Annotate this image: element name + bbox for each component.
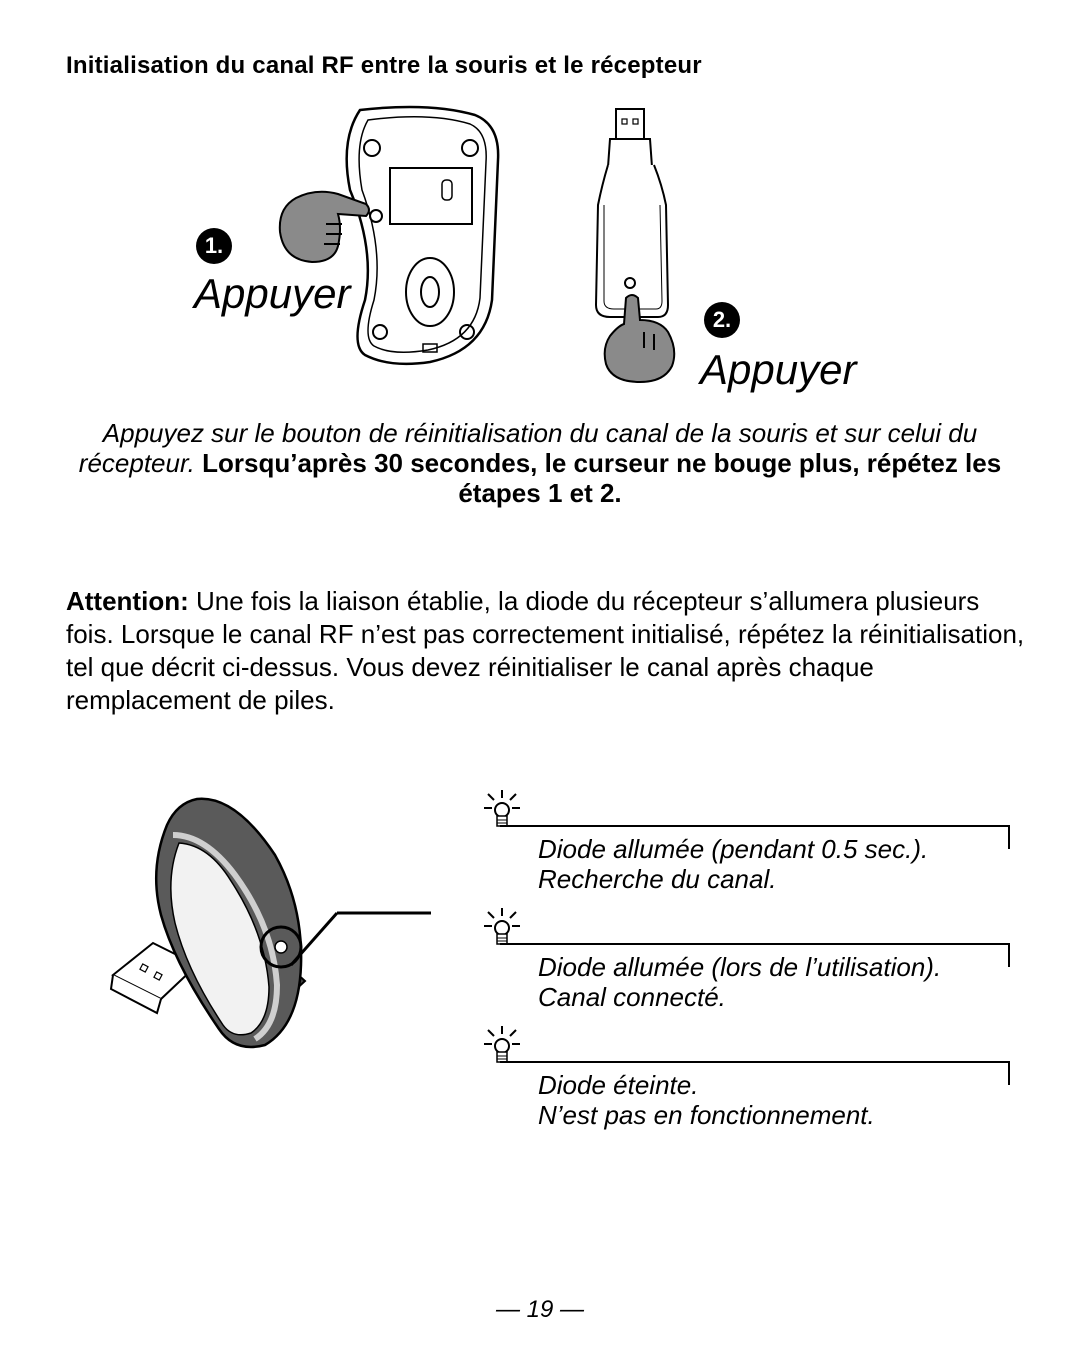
diode-2-line2: Canal connecté.	[538, 982, 726, 1012]
step-1-badge: 1.	[196, 228, 232, 264]
finger-press-receiver-icon	[603, 294, 676, 384]
instructions-italic: Appuyez sur le bouton de réinitialisatio…	[78, 418, 978, 478]
mouse-underside-illustration	[345, 105, 500, 366]
step-2-badge: 2.	[704, 302, 740, 338]
diode-1-rule-end	[1008, 827, 1010, 849]
diode-2-line1: Diode allumée (lors de l’utilisation).	[538, 952, 942, 982]
diode-2-rule-end	[1008, 945, 1010, 967]
instructions-paragraph: Appuyez sur le bouton de réinitialisatio…	[60, 418, 1020, 508]
led-off-icon	[484, 1026, 520, 1063]
diode-1-line2: Recherche du canal.	[538, 864, 777, 894]
diode-3-rule-end	[1008, 1063, 1010, 1085]
attention-paragraph: Attention: Une fois la liaison établie, …	[66, 585, 1026, 717]
attention-text: Une fois la liaison établie, la diode du…	[66, 586, 1025, 715]
step-2-label: Appuyer	[700, 346, 857, 393]
diode-1-rule	[500, 825, 1010, 827]
page-number: — 19 —	[495, 1296, 585, 1323]
diode-1-line1: Diode allumée (pendant 0.5 sec.).	[538, 834, 929, 864]
step-1-label: Appuyer	[194, 270, 351, 317]
finger-press-icon	[278, 190, 370, 264]
section-heading: Initialisation du canal RF entre la sour…	[66, 52, 702, 79]
attention-label: Attention:	[66, 586, 189, 616]
diode-2-rule	[500, 943, 1010, 945]
receiver-side-illustration	[109, 797, 431, 1049]
diode-3-line2: N’est pas en fonctionnement.	[538, 1100, 875, 1130]
diode-3-rule	[500, 1061, 1010, 1063]
diode-3-line1: Diode éteinte.	[538, 1070, 699, 1100]
led-blinking-icon	[484, 790, 520, 827]
instructions-bold: Lorsqu’après 30 secondes, le curseur ne …	[202, 448, 1002, 508]
